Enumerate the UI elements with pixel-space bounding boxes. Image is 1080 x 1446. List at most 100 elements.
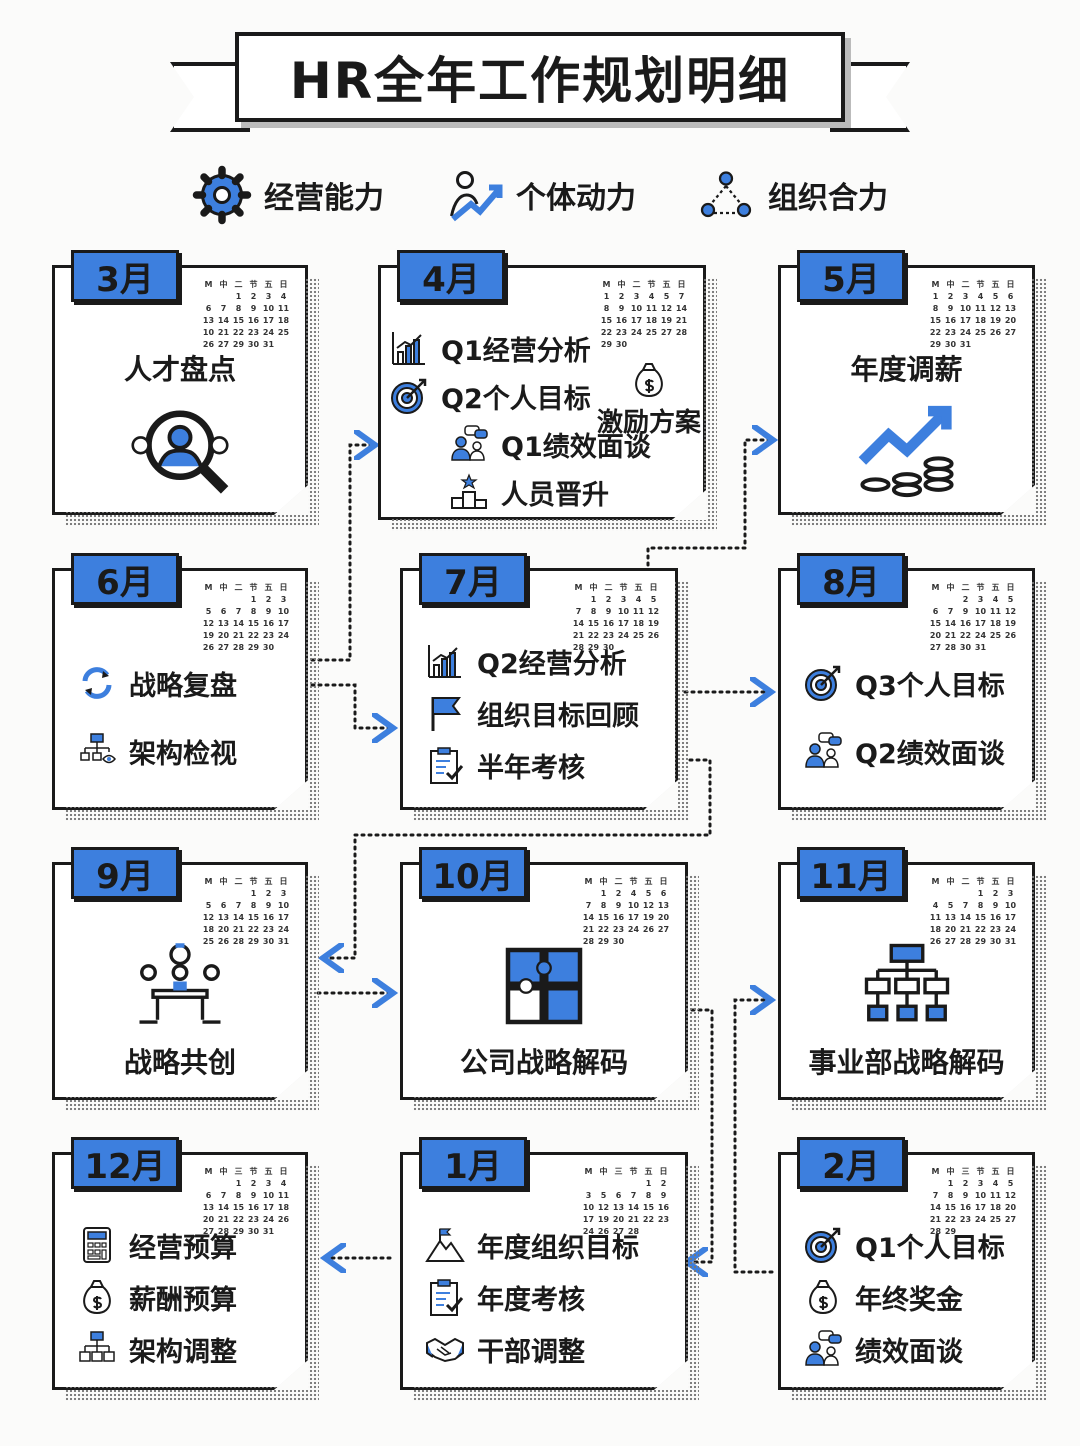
flag-icon (431, 697, 461, 731)
podium-icon (451, 473, 487, 509)
calendar-day: 2 (618, 292, 625, 301)
calendar-day: 26 (647, 631, 660, 640)
calendar-day: 10 (630, 304, 643, 313)
calendar-weekday: 节 (629, 877, 638, 886)
calendar-day: 22 (587, 631, 600, 640)
calendar-day: 31 (959, 340, 972, 349)
calendar-day: 4 (648, 292, 655, 301)
calendar-day: 7 (630, 1191, 637, 1200)
calendar-day: 10 (627, 901, 640, 910)
calendar-day: 1 (977, 889, 984, 898)
connector-7-to-5 (646, 440, 770, 567)
calendar-weekday: 二 (234, 583, 243, 592)
task-label: 绩效面谈 (855, 1336, 963, 1368)
calendar-weekday: 五 (634, 583, 643, 592)
page-title: HR全年工作规划明细 (289, 52, 791, 110)
calendar-day: 5 (1007, 1179, 1014, 1188)
task-list: Q1个人目标年终奖金绩效面谈 (781, 1225, 1032, 1369)
calendar-day (943, 595, 958, 605)
mountain-flag-icon (425, 1228, 465, 1262)
org-flow-icon (864, 943, 949, 1022)
calendar-day (616, 643, 631, 653)
calendar-day: 3 (962, 292, 969, 301)
calendar-day: 7 (585, 901, 592, 910)
calendar-day: 10 (262, 1191, 275, 1200)
calendar-day: 12 (647, 607, 660, 616)
calendar-day: 4 (992, 595, 999, 604)
calendar-day: 1 (932, 292, 939, 301)
calendar-day: 9 (947, 304, 954, 313)
refresh-icon (82, 667, 112, 699)
calendar-day: 9 (265, 901, 272, 910)
calendar-day: 18 (974, 316, 987, 325)
task-item: 架构调整 (77, 1329, 305, 1369)
task-item: Q2个人目标 (389, 376, 703, 416)
title-banner: HR全年工作规划明细 (235, 32, 845, 122)
calendar-day: 13 (217, 619, 230, 628)
org-chart-icon (79, 1331, 115, 1362)
calendar-day: 7 (235, 901, 242, 910)
calendar-day: 27 (202, 1227, 215, 1236)
calendar-day: 30 (262, 643, 275, 652)
calendar-day: 2 (250, 292, 257, 301)
month-tab: 8月 (797, 553, 905, 605)
calendar-day: 12 (597, 1203, 610, 1212)
month-tab: 2月 (797, 1137, 905, 1189)
calendar-day: 6 (1007, 292, 1014, 301)
calendar-day: 29 (247, 937, 260, 946)
calendar-day: 1 (250, 595, 257, 604)
month-tab: 12月 (71, 1137, 179, 1189)
calendar-day: 14 (217, 316, 230, 325)
calendar-day: 6 (220, 901, 227, 910)
calendar-day: 27 (612, 1227, 625, 1236)
legend-label: 经营能力 (264, 181, 384, 216)
side-task: 激励方案 (595, 360, 703, 439)
task-label: 战略共创 (123, 1046, 236, 1079)
calendar-day: 3 (1007, 889, 1014, 898)
calendar-weekday: 五 (991, 583, 1000, 592)
calendar-day (644, 340, 659, 350)
calendar-day (276, 643, 291, 653)
task-item: 年度考核 (425, 1277, 685, 1317)
calendar-day: 27 (1004, 328, 1017, 337)
calendar-day: 16 (989, 913, 1002, 922)
calendar-day: 5 (600, 1191, 607, 1200)
calendar-day: 11 (645, 304, 658, 313)
calendar-day (1003, 643, 1018, 653)
money-bag-icon (83, 1280, 111, 1315)
calendar-weekday: 五 (264, 877, 273, 886)
calendar-weekday: 五 (991, 280, 1000, 289)
calendar-day: 28 (675, 328, 688, 337)
calendar-weekday: 节 (619, 583, 628, 592)
calendar-day: 9 (962, 607, 969, 616)
task-label: 架构检视 (129, 738, 237, 770)
calendar-day: 25 (974, 328, 987, 337)
calendar-day: 10 (277, 901, 290, 910)
calendar-day: 18 (645, 316, 658, 325)
calendar-day: 7 (220, 304, 227, 313)
calendar-weekday: 节 (976, 280, 985, 289)
calendar-day: 22 (597, 925, 610, 934)
calendar-day: 29 (929, 340, 942, 349)
calendar-day: 17 (630, 316, 643, 325)
task-label: 人员晋升 (501, 479, 609, 511)
calendar-day: 3 (977, 1179, 984, 1188)
calendar-day: 29 (974, 937, 987, 946)
calendar-day: 16 (615, 316, 628, 325)
handshake-icon (426, 1337, 464, 1363)
money-bag-icon (635, 363, 663, 398)
calendar-day: 20 (217, 631, 230, 640)
calendar-day: 4 (630, 889, 637, 898)
calendar-day (626, 937, 641, 947)
calendar-weekday: 节 (249, 877, 258, 886)
calendar-day (988, 1227, 1003, 1237)
calendar-day: 24 (582, 1227, 595, 1236)
calendar-weekday: M (204, 877, 213, 886)
calendar-day: 21 (582, 925, 595, 934)
task-item: 战略共创 (55, 941, 305, 1081)
